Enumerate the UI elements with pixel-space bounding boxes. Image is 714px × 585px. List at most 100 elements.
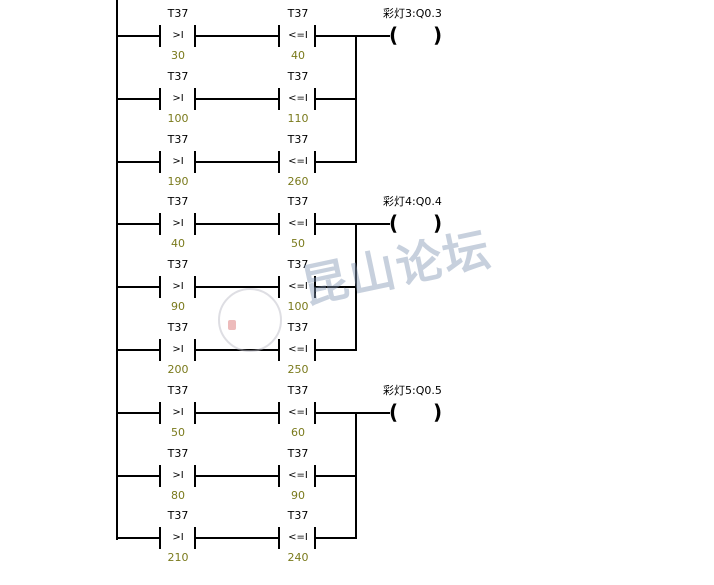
coil-right-paren: ) [433, 400, 443, 424]
contact-le-left-bar [278, 88, 280, 110]
contact-gt-operator: >I [172, 218, 184, 229]
contact-le-value: 100 [287, 300, 309, 313]
contact-gt-right-bar [194, 151, 196, 173]
contact-gt-operator: >I [172, 532, 184, 543]
contact-le-left-bar [278, 25, 280, 47]
contact-gt-value: 190 [167, 175, 189, 188]
contact-le-left-bar [278, 213, 280, 235]
contact-gt-timer-label: T37 [167, 7, 189, 20]
contact-gt-timer-label: T37 [167, 447, 189, 460]
contact-gt-left-bar [159, 527, 161, 549]
contact-gt-value: 100 [167, 112, 189, 125]
contact-gt-operator: >I [172, 344, 184, 355]
contact-gt-value: 50 [171, 426, 185, 439]
rung-wire [117, 286, 160, 288]
contact-le-value: 90 [291, 489, 305, 502]
contact-gt-value: 90 [171, 300, 185, 313]
contact-le-left-bar [278, 276, 280, 298]
rung-wire [117, 98, 160, 100]
contact-gt-right-bar [194, 88, 196, 110]
contact-le-operator: <=I [288, 218, 308, 229]
rung-wire [196, 98, 279, 100]
contact-gt-left-bar [159, 151, 161, 173]
coil-label: 彩灯5:Q0.5 [383, 384, 442, 397]
contact-le-left-bar [278, 339, 280, 361]
contact-gt-left-bar [159, 465, 161, 487]
rung-wire [316, 537, 357, 539]
contact-le-operator: <=I [288, 470, 308, 481]
or-junction-line [355, 223, 357, 351]
contact-gt-operator: >I [172, 30, 184, 41]
contact-le-right-bar [314, 339, 316, 361]
contact-gt-operator: >I [172, 281, 184, 292]
rung-wire [117, 161, 160, 163]
contact-gt-right-bar [194, 25, 196, 47]
contact-gt-timer-label: T37 [167, 321, 189, 334]
contact-le-right-bar [314, 151, 316, 173]
rung-wire [196, 349, 279, 351]
contact-le-timer-label: T37 [287, 321, 309, 334]
rung-wire [117, 537, 160, 539]
rung-wire [316, 35, 357, 37]
contact-le-right-bar [314, 276, 316, 298]
contact-gt-right-bar [194, 213, 196, 235]
contact-gt-operator: >I [172, 156, 184, 167]
contact-le-left-bar [278, 465, 280, 487]
contact-le-right-bar [314, 527, 316, 549]
contact-le-operator: <=I [288, 532, 308, 543]
contact-le-timer-label: T37 [287, 258, 309, 271]
rung-wire [117, 223, 160, 225]
contact-le-right-bar [314, 213, 316, 235]
contact-gt-operator: >I [172, 407, 184, 418]
contact-le-operator: <=I [288, 407, 308, 418]
contact-gt-timer-label: T37 [167, 195, 189, 208]
contact-le-value: 250 [287, 363, 309, 376]
contact-gt-timer-label: T37 [167, 384, 189, 397]
left-power-rail [116, 0, 118, 540]
contact-gt-value: 210 [167, 551, 189, 564]
rung-wire [196, 412, 279, 414]
contact-le-timer-label: T37 [287, 447, 309, 460]
coil-right-paren: ) [433, 211, 443, 235]
contact-gt-left-bar [159, 339, 161, 361]
coil-left-paren: ( [389, 211, 399, 235]
contact-gt-value: 30 [171, 49, 185, 62]
contact-gt-right-bar [194, 402, 196, 424]
coil-wire [356, 35, 390, 37]
contact-le-timer-label: T37 [287, 133, 309, 146]
contact-le-right-bar [314, 88, 316, 110]
contact-le-value: 50 [291, 237, 305, 250]
or-junction-line [355, 35, 357, 163]
contact-le-operator: <=I [288, 30, 308, 41]
coil-label: 彩灯4:Q0.4 [383, 195, 442, 208]
contact-le-value: 240 [287, 551, 309, 564]
rung-wire [316, 223, 357, 225]
contact-le-operator: <=I [288, 93, 308, 104]
contact-gt-timer-label: T37 [167, 133, 189, 146]
contact-le-timer-label: T37 [287, 384, 309, 397]
contact-gt-left-bar [159, 213, 161, 235]
contact-gt-value: 200 [167, 363, 189, 376]
contact-gt-left-bar [159, 88, 161, 110]
contact-gt-timer-label: T37 [167, 509, 189, 522]
contact-le-right-bar [314, 25, 316, 47]
contact-le-right-bar [314, 402, 316, 424]
contact-gt-right-bar [194, 339, 196, 361]
contact-le-left-bar [278, 402, 280, 424]
contact-gt-right-bar [194, 465, 196, 487]
contact-le-timer-label: T37 [287, 7, 309, 20]
rung-wire [196, 537, 279, 539]
rung-wire [316, 161, 357, 163]
contact-gt-left-bar [159, 276, 161, 298]
coil-wire [356, 223, 390, 225]
contact-le-value: 60 [291, 426, 305, 439]
contact-le-timer-label: T37 [287, 70, 309, 83]
contact-gt-value: 80 [171, 489, 185, 502]
contact-le-right-bar [314, 465, 316, 487]
rung-wire [117, 349, 160, 351]
contact-le-value: 40 [291, 49, 305, 62]
contact-gt-operator: >I [172, 470, 184, 481]
contact-gt-value: 40 [171, 237, 185, 250]
rung-wire [316, 475, 357, 477]
rung-wire [196, 223, 279, 225]
